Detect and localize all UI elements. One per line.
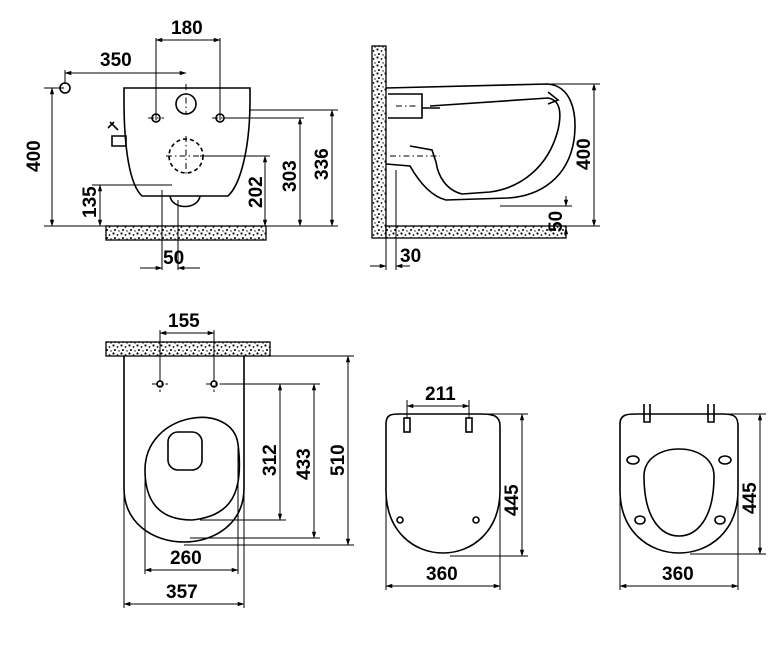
seat-ring-view: 445 360 — [619, 404, 766, 590]
dim-top-433: 433 — [294, 448, 315, 480]
side-wall — [371, 45, 387, 239]
dim-top-155: 155 — [168, 311, 200, 332]
side-view: 400 50 30 — [370, 45, 600, 270]
side-floor — [385, 225, 567, 239]
front-view: 180 350 400 135 202 303 336 50 — [24, 18, 338, 271]
top-wall — [105, 341, 271, 357]
top-outlet — [167, 431, 203, 471]
front-valve-icon — [107, 121, 127, 147]
dim-top-260: 260 — [170, 548, 202, 569]
dim-seat2-445: 445 — [740, 482, 761, 514]
dim-seat1-445: 445 — [502, 484, 523, 516]
seat-ring-outline — [619, 413, 739, 554]
front-floor — [105, 225, 267, 241]
dim-side-30: 30 — [400, 246, 421, 267]
dim-front-135: 135 — [80, 186, 101, 218]
side-bowl-inner — [409, 97, 561, 195]
dim-front-336: 336 — [312, 148, 333, 180]
seat-ring-opening — [643, 448, 715, 537]
dim-front-180: 180 — [171, 18, 203, 39]
seat-lid-outline — [385, 413, 501, 554]
dim-top-510: 510 — [328, 444, 349, 476]
side-bowl-outer — [385, 83, 576, 201]
front-outlet — [169, 195, 201, 208]
front-bowl — [123, 87, 251, 197]
dim-front-303: 303 — [280, 160, 301, 192]
top-view: 155 312 433 510 260 357 — [105, 311, 354, 608]
dim-front-202: 202 — [246, 176, 267, 208]
dim-seat2-360: 360 — [662, 564, 694, 585]
dim-side-50: 50 — [546, 211, 567, 232]
dim-front-50: 50 — [163, 248, 184, 269]
top-bowl-opening — [144, 416, 241, 521]
dim-front-400: 400 — [24, 140, 45, 172]
dim-front-350: 350 — [100, 50, 132, 71]
dim-side-400: 400 — [574, 138, 595, 170]
side-inlet — [388, 91, 560, 119]
seat-lid-view: 211 445 360 — [385, 384, 528, 590]
dim-seat1-360: 360 — [426, 564, 458, 585]
dim-top-357: 357 — [166, 582, 198, 603]
dim-top-312: 312 — [260, 444, 281, 476]
top-bowl-outline — [123, 356, 245, 543]
dim-seat1-211: 211 — [425, 384, 456, 405]
